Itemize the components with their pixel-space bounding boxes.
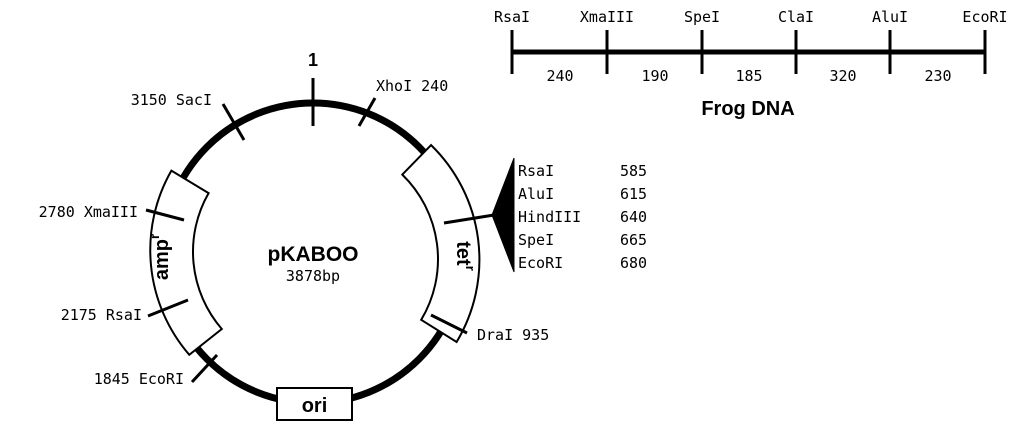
tet-label-text: tet: [452, 241, 474, 266]
amp-label: ampr: [147, 234, 173, 280]
tet-gene-box: [400, 143, 481, 344]
ori-box: [276, 387, 353, 421]
svg-text:tetr: tetr: [452, 241, 478, 271]
site-tick-saci: [221, 103, 246, 141]
origin-label: 1: [308, 50, 318, 70]
site-tick-ecori: [190, 353, 219, 384]
frog-dna-ticks: [510, 30, 987, 74]
site-label-drai: DraI 935: [477, 326, 549, 344]
ori-label: ori: [302, 395, 328, 417]
site-label-xhoi: XhoI 240: [376, 77, 448, 95]
site-tick-rsai: [147, 298, 189, 318]
site-label-saci: 3150 SacI: [131, 91, 212, 109]
amp-label-text: amp: [151, 239, 173, 280]
tet-label: tetr: [452, 241, 478, 271]
frog-site-label: AluI: [872, 8, 908, 26]
tet-resistance-sup: r: [463, 266, 478, 271]
frog-segment-length: 240: [546, 67, 573, 85]
mcs-site-pos: 665: [620, 231, 647, 249]
site-label-xmaiii: 2780 XmaIII: [39, 203, 138, 221]
site-label-ecori: 1845 EcoRI: [94, 370, 184, 388]
mcs-site-list: RsaI 585 AluI 615 HindIII 640 SpeI 665 E…: [518, 162, 647, 272]
plasmid-name: pKABOO: [268, 243, 359, 266]
mcs-tick: [443, 213, 495, 225]
mcs-insertion-marker: [491, 157, 515, 273]
plasmid: ori ampr tetr 1 XhoI 240 3150 SacI 2780 …: [39, 50, 647, 421]
site-label-rsai: 2175 RsaI: [61, 306, 142, 324]
frog-site-label: ClaI: [778, 8, 814, 26]
mcs-site-pos: 640: [620, 208, 647, 226]
frog-segment-length: 320: [829, 67, 856, 85]
svg-text:ampr: ampr: [147, 234, 173, 280]
site-tick-drai: [430, 313, 468, 335]
frog-site-label: SpeI: [684, 8, 720, 26]
mcs-site-pos: 585: [620, 162, 647, 180]
frog-segment-length: 230: [924, 67, 951, 85]
frog-segment-length: 190: [641, 67, 668, 85]
mcs-site-name: AluI: [518, 185, 554, 203]
site-tick-xmaiii: [145, 208, 185, 222]
mcs-site-name: EcoRI: [518, 254, 563, 272]
mcs-site-name: HindIII: [518, 208, 581, 226]
frog-segment-length: 185: [735, 67, 762, 85]
mcs-site-name: RsaI: [518, 162, 554, 180]
frog-site-label: EcoRI: [962, 8, 1007, 26]
frog-site-label: XmaIII: [580, 8, 634, 26]
mcs-site-name: SpeI: [518, 231, 554, 249]
frog-site-label: RsaI: [494, 8, 530, 26]
plasmid-size: 3878bp: [286, 267, 340, 285]
frog-dna-title: Frog DNA: [701, 98, 794, 120]
frog-dna-map: RsaI XmaIII SpeI ClaI AluI EcoRI 240 190…: [494, 8, 1008, 120]
site-tick-xhoi: [357, 97, 377, 127]
mcs-site-pos: 680: [620, 254, 647, 272]
mcs-site-pos: 615: [620, 185, 647, 203]
amp-resistance-sup: r: [147, 234, 162, 239]
